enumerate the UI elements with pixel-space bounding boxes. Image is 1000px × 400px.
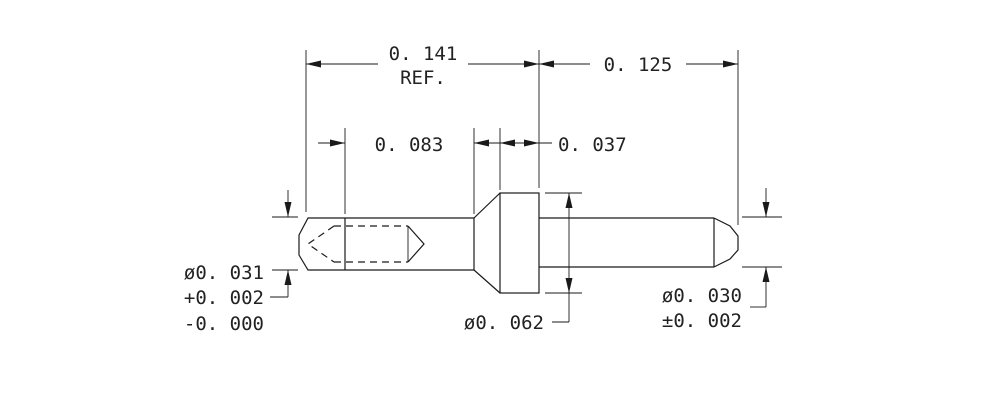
dim-collar-length — [500, 139, 552, 147]
extension-lines — [272, 50, 782, 294]
dim-left-length — [318, 139, 500, 147]
overall-length-value: 0. 141 — [389, 43, 458, 65]
dim-left-diameter — [270, 190, 292, 298]
pin-outline — [298, 192, 739, 294]
right-diameter-tol: ±0. 002 — [662, 310, 742, 332]
left-diameter-value: ø0. 031 — [184, 262, 264, 284]
left-diameter-tol-plus: +0. 002 — [184, 287, 264, 309]
left-diameter-tol-minus: -0. 000 — [184, 313, 264, 335]
collar-diameter-value: ø0. 062 — [464, 312, 544, 334]
right-diameter-value: ø0. 030 — [662, 285, 742, 307]
right-length-value: 0. 125 — [604, 54, 673, 76]
overall-length-ref: REF. — [400, 67, 446, 89]
dim-overall-length — [306, 60, 539, 68]
dim-right-diameter — [750, 188, 770, 308]
dim-collar-diameter — [552, 193, 573, 323]
left-length-value: 0. 083 — [375, 134, 444, 156]
hidden-bore — [306, 225, 425, 263]
collar-length-value: 0. 037 — [558, 134, 627, 156]
dim-right-length — [539, 60, 738, 68]
